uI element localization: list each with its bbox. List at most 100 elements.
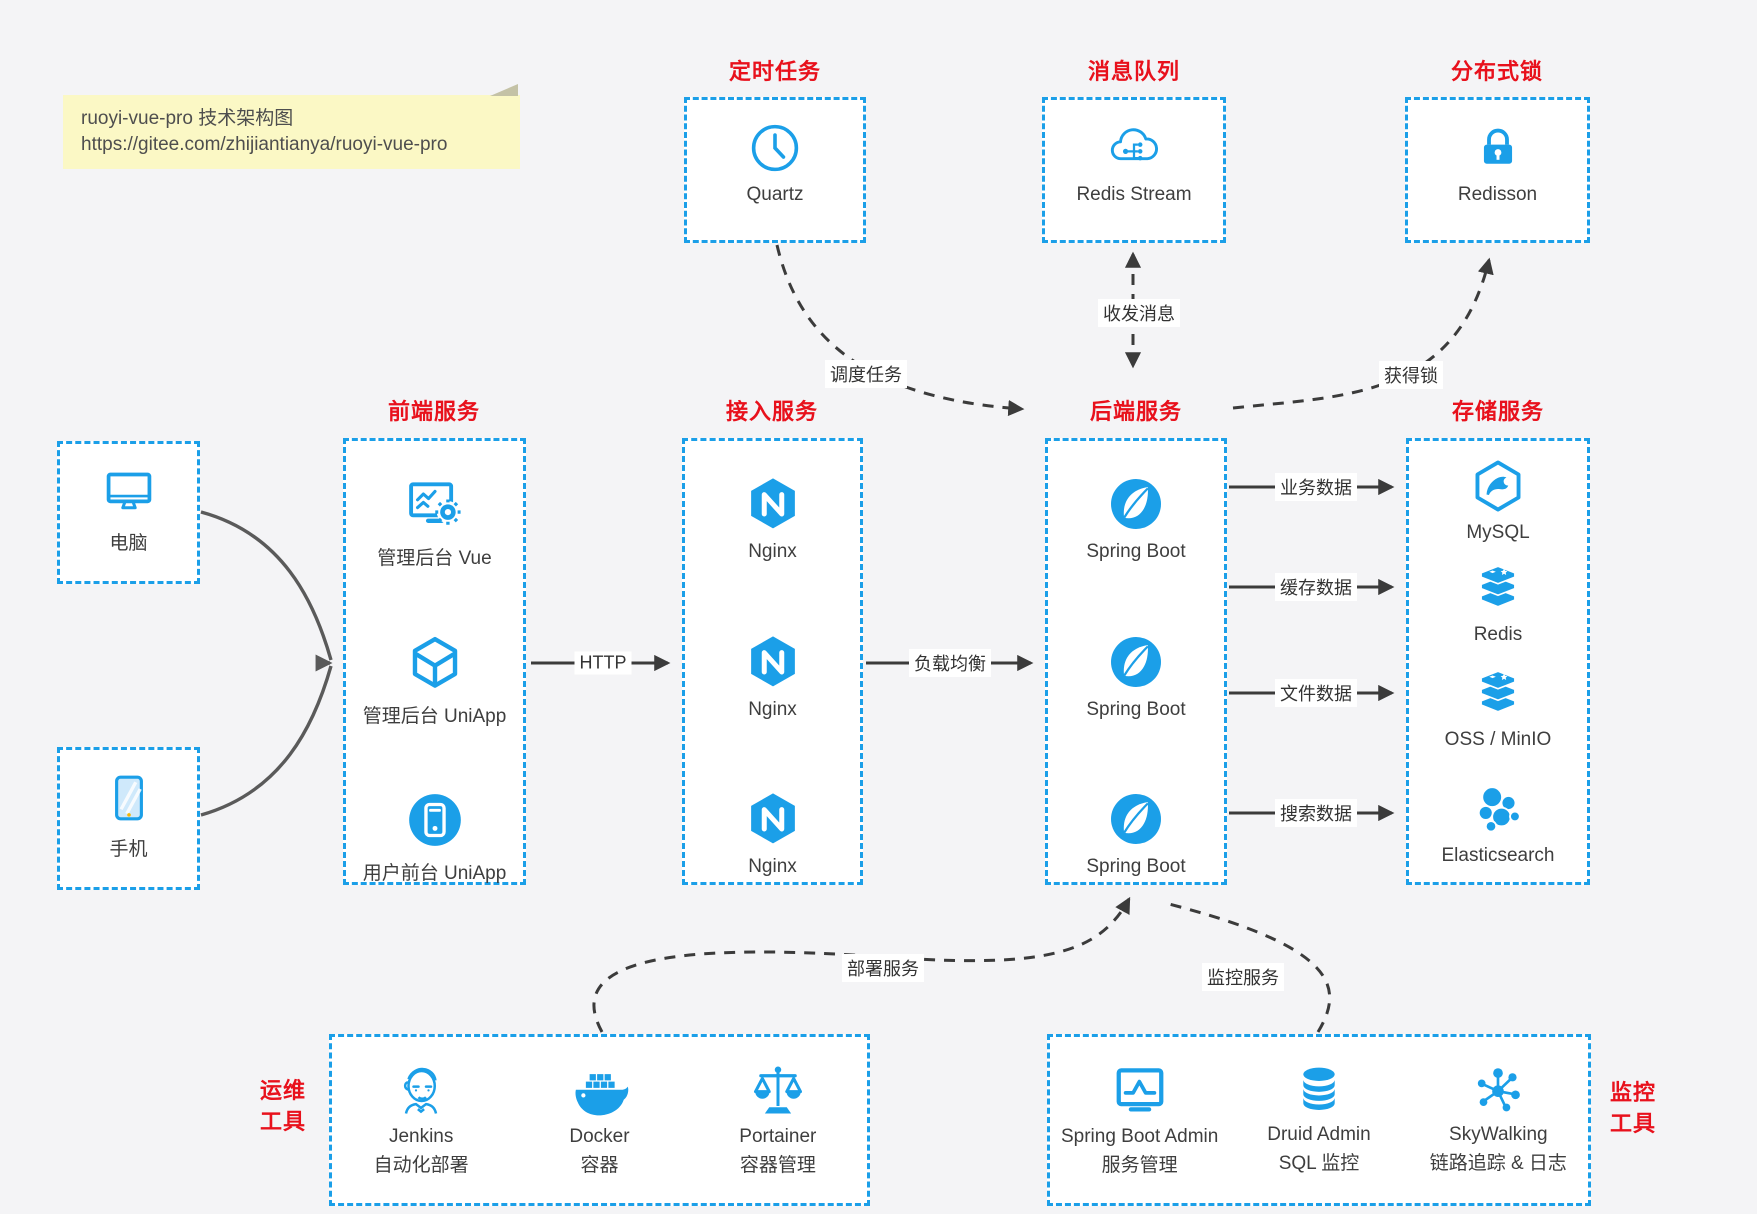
- item-label: Spring Boot: [1086, 699, 1186, 720]
- item-label: 用户前台 UniApp: [362, 863, 507, 884]
- admin-vue-icon: [404, 474, 466, 536]
- item-label: Spring Boot: [1086, 856, 1186, 877]
- tool-desc: 服务管理: [1101, 1154, 1178, 1176]
- edge-label-load-balance: 负载均衡: [909, 649, 991, 677]
- spring-boot-icon: [1106, 632, 1166, 692]
- box-monitor-tools: Spring Boot Admin 服务管理 Druid Admin SQL 监…: [1047, 1034, 1591, 1206]
- monitor-label-line2: 工具: [1609, 1111, 1657, 1136]
- box-redis-stream: Redis Stream: [1042, 97, 1226, 243]
- nginx-icon: [743, 789, 803, 849]
- service-item-user-uniapp: 用户前台 UniApp: [346, 789, 523, 885]
- tool-desc: 容器: [580, 1154, 619, 1176]
- edge-label-http: HTTP: [574, 651, 632, 675]
- edge-label-monitor-services: 监控服务: [1202, 963, 1284, 991]
- edge-acquire-lock: [1232, 257, 1494, 410]
- item-label: Nginx: [748, 541, 797, 562]
- section-label-scheduled-tasks: 定时任务: [728, 59, 822, 84]
- section-label-access: 接入服务: [725, 399, 819, 424]
- desktop-icon: [100, 464, 158, 520]
- item-label: Nginx: [748, 856, 797, 877]
- box-ops-tools: Jenkins 自动化部署 Docker 容器: [329, 1034, 870, 1206]
- skywalking-icon: [1469, 1061, 1527, 1119]
- section-label-frontend: 前端服务: [387, 399, 481, 424]
- service-item-nginx-2: Nginx: [685, 632, 860, 721]
- item-label: 手机: [109, 839, 148, 860]
- edge-pc-to-frontend: [200, 510, 333, 661]
- service-item-springboot-3: Spring Boot: [1048, 789, 1224, 878]
- edge-deploy-services: [592, 896, 1131, 1033]
- smartphone-icon: [102, 770, 156, 826]
- ops-label-line2: 工具: [259, 1109, 307, 1134]
- redis-stack-icon: [1469, 664, 1527, 722]
- item-label: 管理后台 Vue: [377, 548, 492, 569]
- edge-label-cache-data: 缓存数据: [1275, 573, 1357, 601]
- sticky-note: ruoyi-vue-pro 技术架构图 https://gitee.com/zh…: [63, 84, 520, 169]
- tool-item-docker: Docker 容器: [510, 1061, 688, 1178]
- box-pc-client: 电脑: [57, 441, 200, 584]
- box-backend-services: Spring Boot Spring Boot Spring Boot: [1045, 438, 1227, 885]
- edge-phone-to-frontend: [200, 665, 333, 817]
- tool-name: Spring Boot Admin: [1060, 1126, 1219, 1147]
- tool-item-portainer: Portainer 容器管理: [689, 1061, 867, 1178]
- service-item-elasticsearch: Elasticsearch: [1409, 782, 1587, 867]
- edge-label-acquire-lock: 获得锁: [1379, 361, 1443, 389]
- service-item-springboot-1: Spring Boot: [1048, 474, 1224, 563]
- service-item-admin-uniapp: 管理后台 UniApp: [346, 632, 523, 728]
- mobile-app-icon: [404, 789, 466, 851]
- box-access-services: Nginx Nginx Nginx: [682, 438, 863, 885]
- tool-name: Docker: [569, 1126, 630, 1147]
- service-item-mysql: MySQL: [1409, 457, 1587, 544]
- tool-name: Portainer: [739, 1126, 817, 1147]
- note-fold-corner: [490, 84, 518, 96]
- mysql-icon: [1469, 457, 1527, 515]
- tool-desc: 链路追踪 & 日志: [1429, 1152, 1567, 1174]
- tool-name: Jenkins: [388, 1126, 454, 1147]
- service-item-springboot-2: Spring Boot: [1048, 632, 1224, 721]
- nginx-icon: [743, 474, 803, 534]
- tool-desc: 容器管理: [739, 1154, 816, 1176]
- item-label: Redisson: [1457, 184, 1538, 205]
- box-frontend-services: 管理后台 Vue 管理后台 UniApp 用户前台 UniApp: [343, 438, 526, 885]
- item-label: Spring Boot: [1086, 541, 1186, 562]
- item-label: MySQL: [1466, 522, 1530, 543]
- item-label: OSS / MinIO: [1444, 729, 1552, 750]
- section-label-distributed-lock: 分布式锁: [1450, 59, 1544, 84]
- ops-label-line1: 运维: [259, 1078, 307, 1103]
- tool-item-jenkins: Jenkins 自动化部署: [332, 1061, 510, 1178]
- lock-icon: [1471, 121, 1525, 175]
- item-label: Quartz: [746, 184, 804, 205]
- uniapp-cube-icon: [404, 632, 466, 694]
- edge-label-deploy-services: 部署服务: [842, 954, 924, 982]
- item-label: 电脑: [109, 533, 148, 554]
- edge-label-send-receive-messages: 收发消息: [1098, 299, 1180, 327]
- spring-boot-admin-icon: [1110, 1061, 1170, 1121]
- edge-label-schedule-tasks: 调度任务: [825, 360, 907, 388]
- tool-name: SkyWalking: [1449, 1124, 1548, 1145]
- box-redisson: Redisson: [1405, 97, 1590, 243]
- edge-label-business-data: 业务数据: [1275, 473, 1357, 501]
- docker-icon: [568, 1061, 630, 1121]
- section-label-message-queue: 消息队列: [1087, 59, 1181, 84]
- tool-item-druid-admin: Druid Admin SQL 监控: [1229, 1061, 1408, 1176]
- item-label: 管理后台 UniApp: [362, 706, 507, 727]
- item-label: Redis: [1473, 624, 1523, 645]
- portainer-icon: [748, 1061, 808, 1121]
- service-item-admin-vue: 管理后台 Vue: [346, 474, 523, 570]
- edge-label-file-data: 文件数据: [1275, 679, 1357, 707]
- nginx-icon: [743, 632, 803, 692]
- cloud-network-icon: [1106, 121, 1162, 175]
- jenkins-icon: [391, 1061, 451, 1121]
- monitor-label-line1: 监控: [1609, 1080, 1657, 1105]
- section-label-backend: 后端服务: [1089, 399, 1183, 424]
- druid-icon: [1290, 1061, 1348, 1119]
- section-label-monitor-tools: 监控 工具: [1610, 1077, 1656, 1139]
- tool-desc: 自动化部署: [373, 1154, 469, 1176]
- service-item-nginx-1: Nginx: [685, 474, 860, 563]
- section-label-storage: 存储服务: [1451, 399, 1545, 424]
- item-label: Redis Stream: [1076, 184, 1192, 205]
- edge-label-search-data: 搜索数据: [1275, 799, 1357, 827]
- tool-item-skywalking: SkyWalking 链路追踪 & 日志: [1409, 1061, 1588, 1176]
- note-title: ruoyi-vue-pro 技术架构图: [81, 108, 294, 129]
- spring-boot-icon: [1106, 474, 1166, 534]
- note-url: https://gitee.com/zhijiantianya/ruoyi-vu…: [81, 134, 448, 155]
